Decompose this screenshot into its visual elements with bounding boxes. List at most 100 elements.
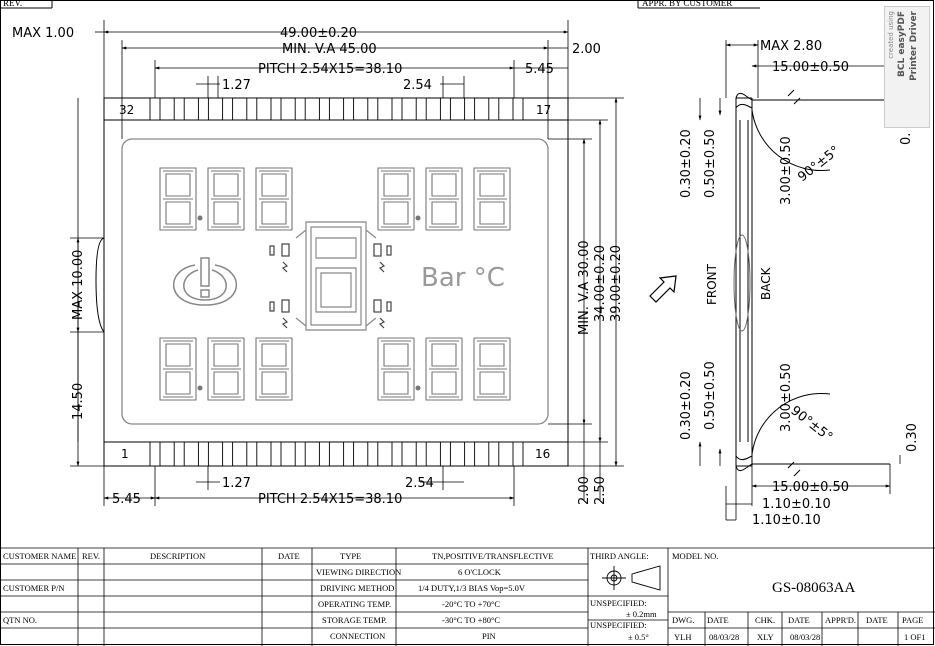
pin-top <box>246 97 258 121</box>
tb-tolerance-label-0: UNSPECIFIED: <box>590 598 647 608</box>
pin-bottom <box>367 441 379 467</box>
pin-top <box>222 97 234 121</box>
dim-min-va-width: MIN. V.A 45.00 <box>282 42 377 57</box>
side-dimension-lines <box>698 40 901 521</box>
title-block-text: CUSTOMER NAME REV. DESCRIPTION DATE TYPE… <box>3 551 856 642</box>
tb-date: DATE <box>278 551 300 561</box>
dim-outline-height: 39.00±0.20 <box>609 245 624 322</box>
side-dim-lead-length-top: 15.00±0.50 <box>772 60 849 75</box>
viewing-area <box>121 138 549 425</box>
pin-bottom <box>512 441 524 467</box>
pin-top <box>197 97 209 121</box>
tb-spec-value-2: -20°C TO +70°C <box>442 599 500 609</box>
decimal-point <box>197 385 203 391</box>
segment-digit <box>255 167 293 231</box>
dim-right-offset-top: 5.45 <box>525 62 554 77</box>
side-dim-lead-4: 0.30±0.20 <box>679 371 694 440</box>
dim-pitch-top: PITCH 2.54X15=38.10 <box>258 62 402 77</box>
pin-bottom <box>173 441 185 467</box>
tb-spec-name-4: CONNECTION <box>330 631 385 641</box>
signoff-value: YLH <box>674 632 691 642</box>
pin-label-top-right: 17 <box>536 103 551 117</box>
side-dim-max-thickness: MAX 2.80 <box>760 39 822 54</box>
dim-pin-spacing-bottom: 2.54 <box>405 476 434 491</box>
side-dim-bottom-2: 1.10±0.10 <box>752 513 821 528</box>
third-angle-projection-icon <box>602 565 661 591</box>
tb-third-angle: THIRD ANGLE: <box>590 551 649 561</box>
pin-top <box>488 97 500 121</box>
tb-spec-value-1: 1/4 DUTY,1/3 BIAS Vop=5.0V <box>418 583 526 593</box>
tb-spec-name-3: STORAGE TEMP. <box>322 615 387 625</box>
decimal-point <box>197 215 203 221</box>
segment-digit <box>255 337 293 401</box>
pin-bottom <box>270 441 282 467</box>
watermark-line-3: Printer Driver <box>909 11 919 81</box>
dim-bottom-left-height: 14.50 <box>71 383 86 420</box>
pin-label-top-left: 32 <box>119 103 134 117</box>
pin-top <box>439 97 451 121</box>
dim-inner-height: 34.00±0.20 <box>593 245 608 322</box>
pin-bottom <box>488 441 500 467</box>
side-dim-angle-top: 90°±5° <box>795 143 843 185</box>
segment-digit <box>159 337 197 401</box>
pin-bottom <box>343 441 355 467</box>
pin-top <box>367 97 379 121</box>
dim-right-gap-top: 2.00 <box>572 42 601 57</box>
center-big-digit <box>295 221 377 331</box>
left-edge-bulge <box>95 237 105 333</box>
tb-type: TYPE <box>340 551 361 561</box>
pin-bottom <box>391 441 403 467</box>
signoff-value: 1 OF1 <box>904 632 926 642</box>
signoff-header: DATE <box>866 615 888 625</box>
segment-digit <box>473 337 511 401</box>
signoff-value: 08/03/28 <box>709 632 739 642</box>
signoff-header: PAGE <box>902 615 923 625</box>
tb-tolerance-value-0: ± 0.2mm <box>626 609 657 619</box>
pin-bottom <box>246 441 258 467</box>
dim-pitch-bottom: PITCH 2.54X15=38.10 <box>258 492 402 507</box>
side-dim-right: 0.30 <box>905 423 920 452</box>
pin-label-bottom-right: 16 <box>535 447 550 461</box>
pin-top <box>391 97 403 121</box>
pin-bottom <box>318 441 330 467</box>
side-dim-lead-5: 0.50±0.50 <box>703 361 718 430</box>
pin-bottom <box>415 441 427 467</box>
segment-digit <box>207 167 245 231</box>
pin-bottom <box>149 441 161 467</box>
approval-header: APPR. BY CUSTOMER <box>642 0 732 8</box>
view-direction-arrow-icon <box>649 275 677 303</box>
signoff-header: CHK. <box>755 615 775 625</box>
segment-digit <box>425 167 463 231</box>
tb-spec-value-4: PIN <box>482 631 496 641</box>
glass-outline <box>103 97 569 467</box>
rev-header: REV. <box>3 0 22 8</box>
tb-customer-name: CUSTOMER NAME <box>3 551 76 561</box>
segment-digit <box>159 167 197 231</box>
side-edge-char: 0. <box>899 133 914 145</box>
dim-pin-width-top: 1.27 <box>222 78 251 93</box>
pin-top <box>415 97 427 121</box>
tb-type-value: TN,POSITIVE/TRANSFLECTIVE <box>432 551 554 561</box>
side-dim-lead-2: 0.50±0.50 <box>703 129 718 198</box>
tb-spec-value-0: 6 O'CLOCK <box>458 567 502 577</box>
watermark-line-2: BCL easyPDF <box>897 11 907 77</box>
side-dim-lead-1: 0.30±0.20 <box>679 129 694 198</box>
pin-top <box>343 97 355 121</box>
dim-max-left: MAX 10.00 <box>71 250 86 320</box>
tb-description: DESCRIPTION <box>150 551 205 561</box>
dim-left-offset-bottom: 5.45 <box>112 492 141 507</box>
tb-model-number: GS-08063AA <box>772 580 856 596</box>
tb-model-no: MODEL NO. <box>672 551 718 561</box>
tb-spec-value-3: -30°C TO +80°C <box>442 615 500 625</box>
pdf-watermark-badge: created using BCL easyPDF Printer Driver <box>884 6 930 128</box>
front-view: 32 17 1 16 Bar °C <box>12 20 624 507</box>
side-front-label: FRONT <box>705 263 719 305</box>
tb-tolerance-value-1: ± 0.5° <box>628 632 649 642</box>
dim-bottom-gap-2: 2.50 <box>593 476 608 505</box>
front-dimension-lines <box>70 20 624 506</box>
dim-outline-width: 49.00±0.20 <box>280 26 357 41</box>
pin-top <box>270 97 282 121</box>
side-dim-lead-length-bottom: 15.00±0.50 <box>772 480 849 495</box>
